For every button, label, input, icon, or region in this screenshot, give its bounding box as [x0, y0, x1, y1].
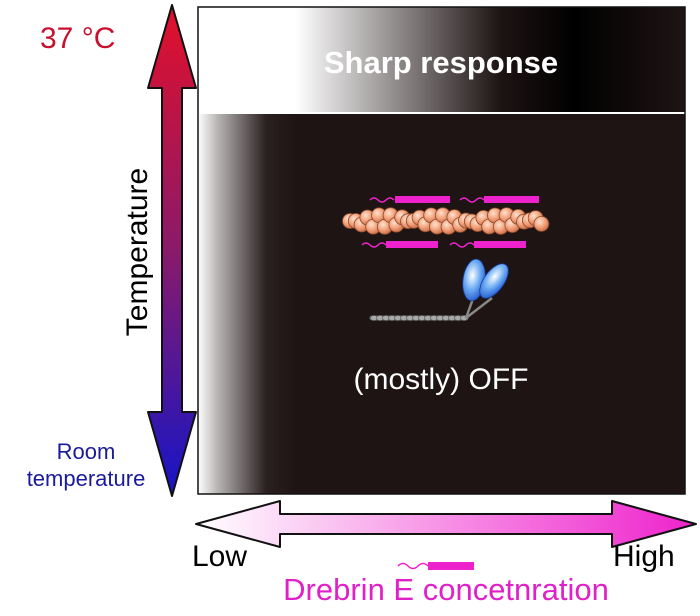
drebrin-bottom-right: [449, 241, 526, 248]
temperature-high-label: 37 °C: [40, 22, 116, 55]
y-axis-label: Temperature: [121, 167, 154, 337]
concentration-arrow: [195, 500, 697, 548]
myosin-icon: [369, 258, 509, 321]
myosin-head-right: [479, 263, 509, 299]
drebrin-icon: [397, 562, 474, 570]
response-panel: [197, 6, 686, 495]
state-label: (mostly) OFF: [353, 363, 529, 396]
temperature-arrow: [147, 4, 197, 497]
x-high-label: High: [613, 540, 675, 573]
drebrin-top-right: [459, 196, 539, 203]
temperature-low-label: Room temperature: [26, 439, 146, 491]
drebrin-bottom-left: [361, 241, 438, 248]
x-low-label: Low: [192, 540, 248, 573]
actin-filament-icon: [342, 196, 550, 248]
drebrin-top-left: [369, 196, 450, 203]
sharp-response-label: Sharp response: [323, 45, 559, 80]
actin-bead: [533, 215, 550, 232]
sharp-response-band: [198, 7, 685, 113]
x-axis-label: Drebrin E concetnration: [283, 572, 609, 607]
